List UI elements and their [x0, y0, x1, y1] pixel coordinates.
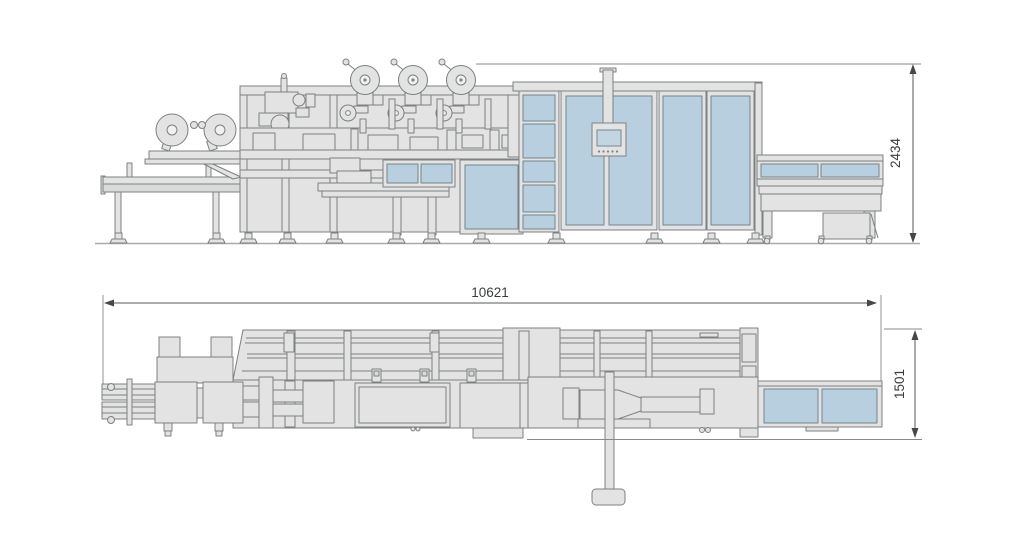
guard-door: [706, 90, 755, 231]
lower-guard-door: [459, 159, 524, 244]
height-dimension: 2434: [476, 63, 921, 243]
plan-outfeed-table: [757, 380, 883, 432]
arrow-down: [909, 233, 917, 243]
guard-door: [560, 90, 658, 231]
plan-hmi-arm: [591, 371, 626, 506]
side-elevation-view: 2434: [95, 58, 921, 245]
height-dimension-label: 2434: [888, 137, 903, 168]
arrow-up: [911, 330, 919, 340]
hmi-screen: [596, 129, 622, 147]
plan-hmi-panel: [591, 488, 626, 506]
plan-machine-body: [101, 327, 883, 506]
inspection-windows: [382, 159, 456, 188]
length-dimension-label: 10621: [471, 285, 509, 300]
hmi-control-panel: [591, 67, 627, 157]
arrow-up: [909, 64, 917, 74]
guard-enclosure: [512, 67, 765, 244]
drive-unit: [258, 73, 316, 134]
top-plan-view: 10621: [101, 285, 922, 506]
plan-infeed-rails: [101, 378, 159, 426]
arrow-right: [867, 299, 877, 307]
arrow-left: [104, 299, 114, 307]
reel-unwind-platform: [144, 113, 253, 180]
length-dimension: 10621: [102, 285, 882, 384]
guard-door: [658, 90, 707, 231]
outfeed-table: [756, 154, 884, 245]
width-dimension-label: 1501: [892, 369, 907, 399]
main-frame: [239, 58, 529, 244]
arrow-down: [911, 428, 919, 438]
width-dimension: 1501: [527, 328, 922, 440]
